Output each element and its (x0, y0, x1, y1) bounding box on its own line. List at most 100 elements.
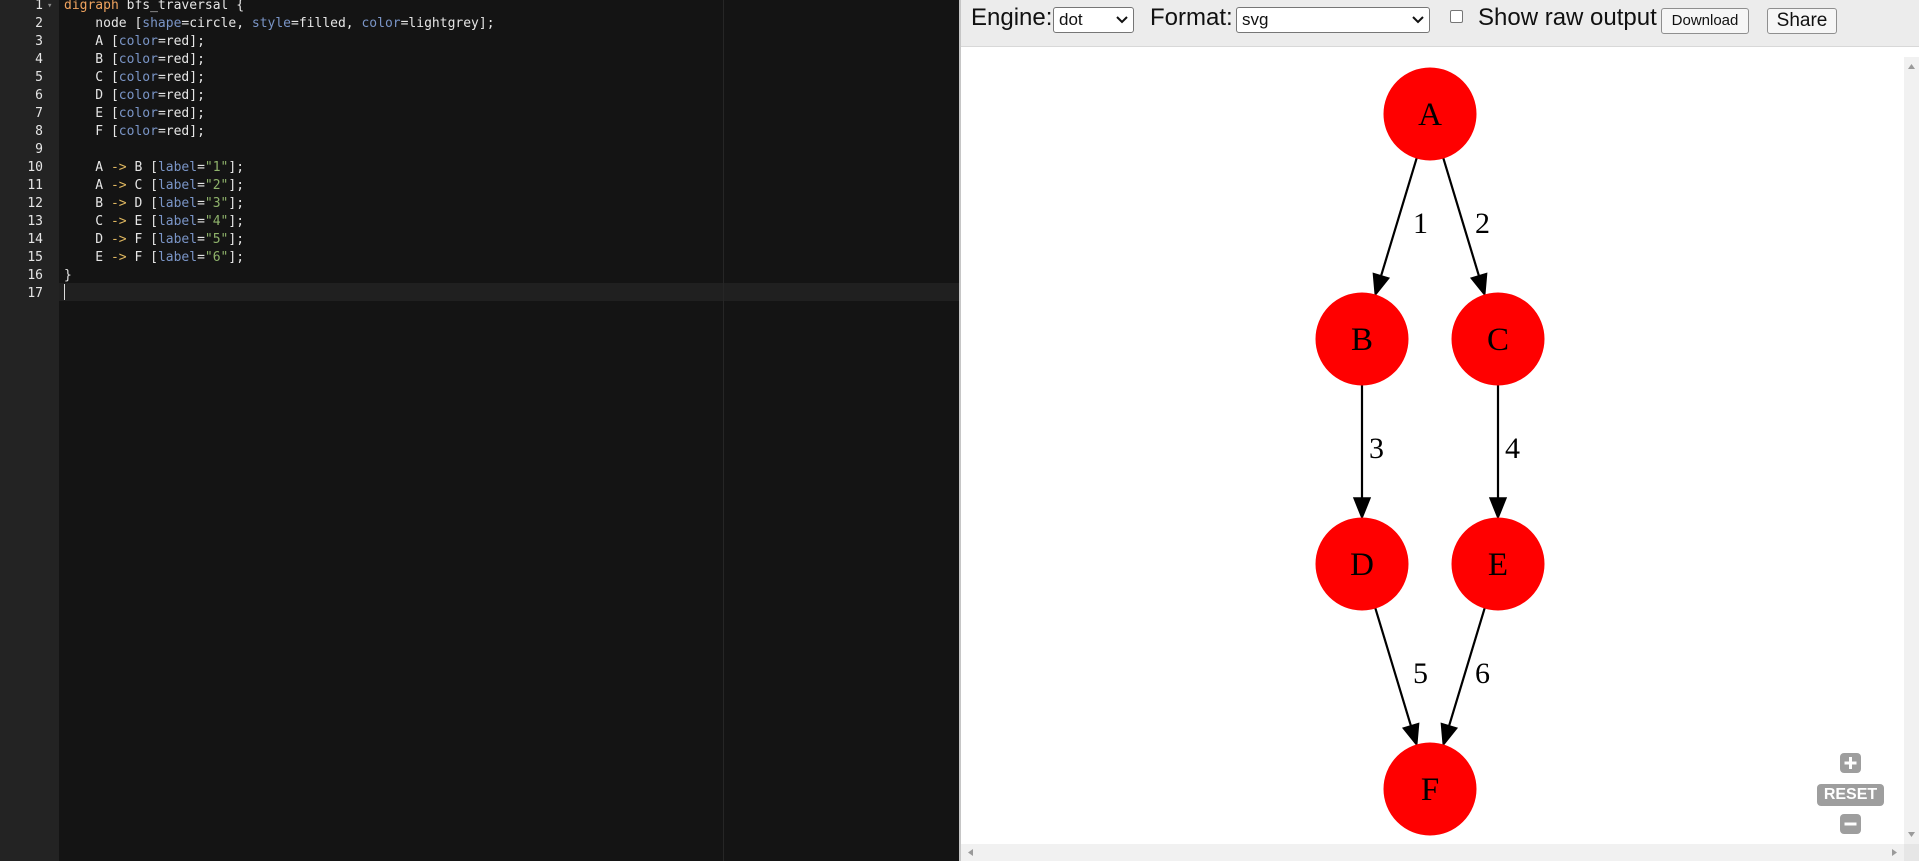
code-token: -> (110, 232, 127, 247)
graph-edge-label: 6 (1475, 657, 1490, 690)
code-token: F [ (64, 124, 119, 139)
code-token: D (64, 232, 111, 247)
code-token: bfs_traversal { (118, 0, 245, 13)
chevron-down-icon (1116, 16, 1128, 24)
code-token: F [ (126, 250, 158, 265)
code-token: -> (110, 250, 127, 265)
code-token: style (251, 16, 292, 31)
graph-edge-A-C (1442, 157, 1480, 277)
graph-node-B (1315, 292, 1409, 386)
graph-node-label: A (1418, 97, 1442, 133)
code-token: A (64, 178, 111, 193)
code-line: E -> F [label="6"]; (64, 249, 244, 267)
code-token: A (64, 160, 111, 175)
code-line: D [color=red]; (64, 87, 205, 105)
horizontal-scrollbar[interactable] (961, 844, 1904, 861)
graph-edge-arrowhead (1469, 272, 1488, 297)
code-token: =circle, (181, 16, 252, 31)
graph-node-C (1451, 292, 1545, 386)
code-token: E [ (126, 214, 158, 229)
code-token: node [ (64, 16, 143, 31)
code-token: ]; (228, 178, 245, 193)
line-number: 8 (35, 124, 43, 139)
graph-edge-A-B (1380, 157, 1418, 277)
fold-arrow-icon[interactable]: ▾ (47, 1, 53, 11)
code-token: C [ (64, 70, 119, 85)
engine-label: Engine: (971, 4, 1053, 31)
graph-edge-arrowhead (1488, 497, 1508, 521)
format-select[interactable]: svg (1236, 7, 1430, 33)
output-pane: Engine: dot Format: svg Show raw output … (961, 0, 1919, 861)
code-token: color (118, 88, 158, 103)
vertical-scrollbar[interactable] (1904, 57, 1919, 844)
code-editor[interactable]: ▾ digraph bfs_traversal { node [shape=ci… (0, 0, 959, 861)
code-line: C -> E [label="4"]; (64, 213, 244, 231)
active-line-highlight (59, 283, 959, 301)
code-token: -> (110, 196, 127, 211)
print-margin (723, 0, 724, 861)
line-number-gutter (0, 0, 59, 861)
code-token: D [ (126, 196, 158, 211)
line-number: 17 (27, 286, 43, 301)
graph-edge-label: 4 (1505, 432, 1520, 465)
code-token: "6" (204, 250, 229, 265)
code-token: shape (142, 16, 182, 31)
code-token: color (118, 70, 158, 85)
graph-node-F (1383, 742, 1477, 836)
scroll-down-arrow-icon[interactable] (1904, 827, 1919, 842)
code-line: node [shape=circle, style=filled, color=… (64, 15, 494, 33)
graph-edge-label: 5 (1413, 657, 1428, 690)
line-number: 11 (27, 178, 43, 193)
code-token: digraph (64, 0, 119, 13)
code-line: D -> F [label="5"]; (64, 231, 244, 249)
graph-node-label: C (1487, 322, 1509, 358)
scrollbar-corner (1904, 844, 1919, 861)
share-button[interactable]: Share (1767, 8, 1837, 34)
scroll-up-arrow-icon[interactable] (1904, 59, 1919, 74)
code-token: = (197, 214, 205, 229)
code-token: B [ (126, 160, 158, 175)
code-token: color (361, 16, 401, 31)
graph-node-label: E (1488, 547, 1508, 583)
zoom-reset-button[interactable]: RESET (1817, 784, 1884, 806)
line-number: 3 (35, 34, 43, 49)
engine-select[interactable]: dot (1053, 7, 1134, 33)
line-number: 7 (35, 106, 43, 121)
code-token: "4" (204, 214, 229, 229)
code-token: D [ (64, 88, 119, 103)
minus-icon (1844, 822, 1857, 826)
chevron-down-icon (1412, 16, 1424, 24)
graph-edge-label: 3 (1369, 432, 1384, 465)
code-token: F [ (126, 232, 158, 247)
zoom-in-button[interactable] (1840, 753, 1861, 773)
line-number: 10 (27, 160, 43, 175)
code-token: =red]; (157, 34, 205, 49)
pane-splitter[interactable] (959, 0, 961, 861)
code-token: color (118, 52, 158, 67)
toolbar: Engine: dot Format: svg Show raw output … (961, 0, 1919, 47)
graph-edge-arrowhead (1440, 722, 1459, 747)
graph-edge-E-F (1448, 607, 1486, 727)
raw-output-checkbox[interactable] (1450, 10, 1463, 23)
code-token: =red]; (157, 88, 205, 103)
scroll-right-arrow-icon[interactable] (1887, 845, 1902, 860)
code-token: -> (110, 214, 127, 229)
code-token: C (64, 214, 111, 229)
code-token: =filled, (291, 16, 362, 31)
code-token: =red]; (157, 70, 205, 85)
code-token: A [ (64, 34, 119, 49)
code-token: = (197, 160, 205, 175)
code-token: = (197, 232, 205, 247)
code-line: C [color=red]; (64, 69, 205, 87)
zoom-out-button[interactable] (1840, 814, 1861, 834)
code-line: B [color=red]; (64, 51, 205, 69)
code-token: = (197, 196, 205, 211)
download-button[interactable]: Download (1661, 8, 1749, 34)
graph-node-E (1451, 517, 1545, 611)
code-token: -> (110, 178, 127, 193)
code-token: =red]; (157, 124, 205, 139)
scroll-left-arrow-icon[interactable] (963, 845, 978, 860)
code-token: ]; (228, 196, 245, 211)
